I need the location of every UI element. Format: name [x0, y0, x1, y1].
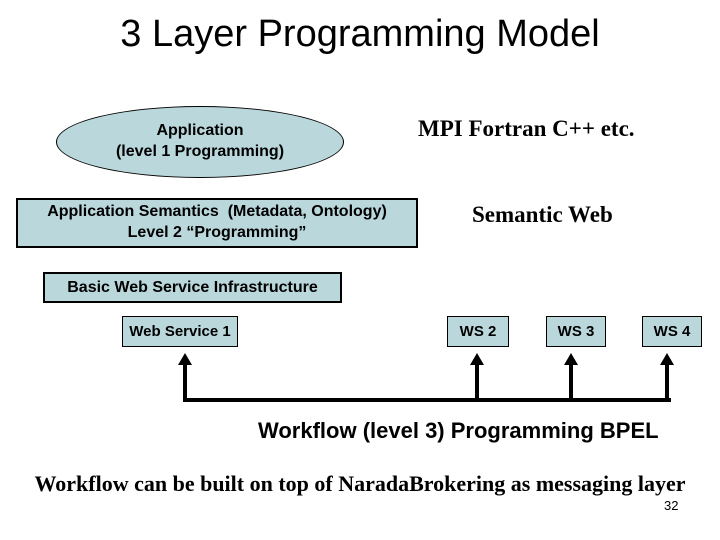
ws-3-box: WS 3 — [546, 316, 606, 347]
application-semantics-box: Application Semantics (Metadata, Ontolog… — [16, 198, 418, 248]
arrow-up-icon — [470, 353, 484, 365]
basic-web-service-infrastructure-box: Basic Web Service Infrastructure — [43, 272, 342, 303]
workflow-level3-label: Workflow (level 3) Programming BPEL — [258, 418, 659, 443]
ws-2-box: WS 2 — [447, 316, 509, 347]
naradabrokering-note: Workflow can be built on top of NaradaBr… — [34, 471, 686, 496]
application-label: Application — [156, 122, 244, 140]
arrow-up-icon — [660, 353, 674, 365]
level2-programming-label: Level 2 “Programming” — [127, 224, 307, 241]
workflow-bracket-line — [183, 398, 671, 402]
arrow-up-icon — [178, 353, 192, 365]
page-number: 32 — [664, 498, 679, 513]
web-service-1-box: Web Service 1 — [122, 316, 238, 347]
infrastructure-label: Basic Web Service Infrastructure — [67, 278, 318, 296]
web-service-1-label: Web Service 1 — [129, 323, 231, 340]
arrow-stem-ws3 — [569, 364, 573, 402]
level1-programming-label: (level 1 Programming) — [115, 143, 285, 160]
ws-2-label: WS 2 — [459, 323, 497, 340]
semantic-web-label: Semantic Web — [472, 202, 613, 227]
mpi-fortran-label: MPI Fortran C++ etc. — [418, 116, 635, 141]
application-level1-ellipse: Application (level 1 Programming) — [56, 106, 344, 178]
ws-4-box: WS 4 — [642, 316, 702, 347]
arrow-stem-ws4 — [665, 364, 669, 402]
arrow-up-icon — [564, 353, 578, 365]
slide-title: 3 Layer Programming Model — [120, 13, 600, 55]
ws-4-label: WS 4 — [653, 323, 691, 340]
arrow-stem-ws1 — [183, 364, 187, 402]
arrow-stem-ws2 — [475, 364, 479, 402]
semantics-metadata-label: Application Semantics (Metadata, Ontolog… — [47, 203, 387, 221]
ws-3-label: WS 3 — [557, 323, 595, 340]
